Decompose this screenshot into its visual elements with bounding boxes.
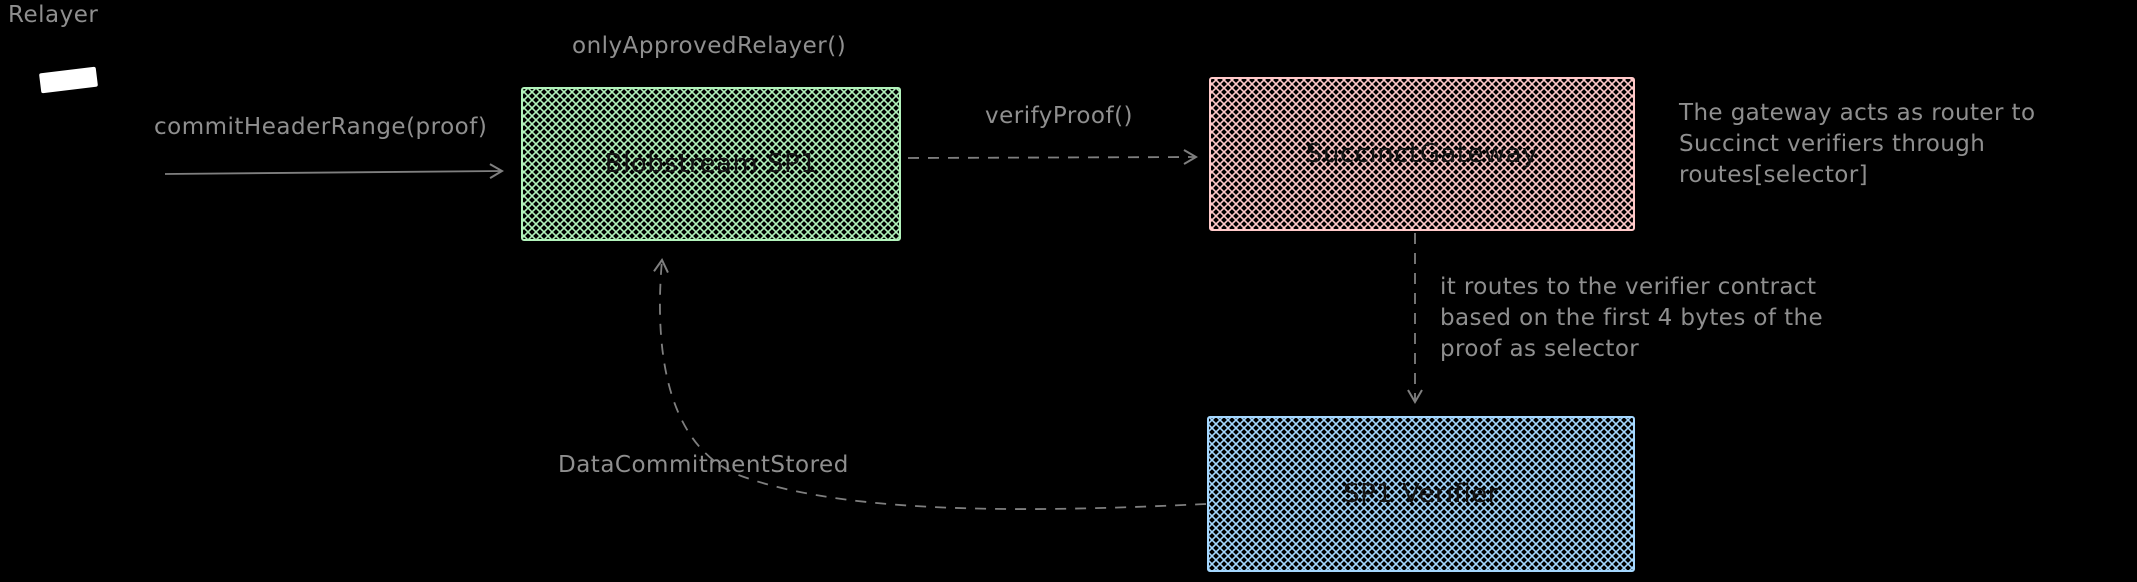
commit-arrow — [164, 163, 504, 179]
data-commitment-stored-label: DataCommitmentStored — [558, 452, 849, 478]
node-gateway-box — [1209, 77, 1635, 231]
gateway-router-note: The gateway acts as router to Succinct v… — [1679, 100, 2036, 188]
verify-proof-edge-label: verifyProof() — [985, 103, 1134, 129]
node-verifier-box — [1207, 416, 1635, 572]
verify-arrow — [907, 149, 1198, 165]
selector-routing-note: it routes to the verifier contract based… — [1440, 274, 1824, 362]
node-blobstream-box — [521, 87, 901, 241]
commit-edge-label: commitHeaderRange(proof) — [154, 114, 488, 140]
only-approved-relayer-label: onlyApprovedRelayer() — [572, 33, 847, 59]
relayer-label: Relayer — [8, 2, 99, 28]
